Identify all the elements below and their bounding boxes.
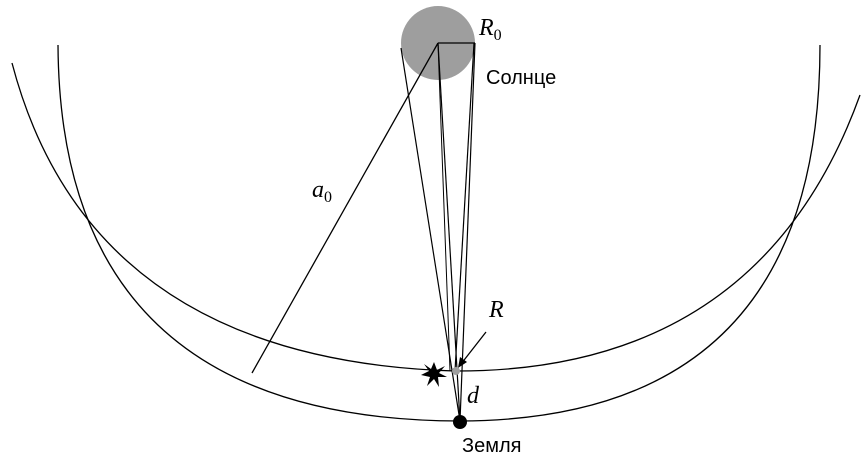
ray-line-center: [437, 42, 461, 422]
r-arrow-head: [458, 357, 467, 368]
orbit-radius-label: a0: [312, 177, 332, 206]
sun-name-label: Солнце: [486, 67, 556, 89]
ray-line-right: [459, 42, 476, 422]
small-body: [452, 367, 460, 375]
r-arrow-line: [460, 331, 487, 365]
inner-orbit-arc: [11, 62, 861, 372]
outer-orbit-arc: [57, 44, 821, 422]
star-burst-icon: [421, 362, 447, 387]
ray-line-inner-right: [454, 42, 475, 372]
earth-name-label: Земля: [462, 435, 521, 457]
earth-dot: [453, 415, 467, 429]
ray-line-inner-left: [437, 42, 451, 372]
radius-a0-line: [251, 42, 439, 374]
small-radius-label: R: [488, 297, 504, 323]
ray-line-left: [400, 47, 461, 422]
distance-label: d: [467, 383, 480, 409]
sun-radius-label: R0: [478, 15, 502, 44]
